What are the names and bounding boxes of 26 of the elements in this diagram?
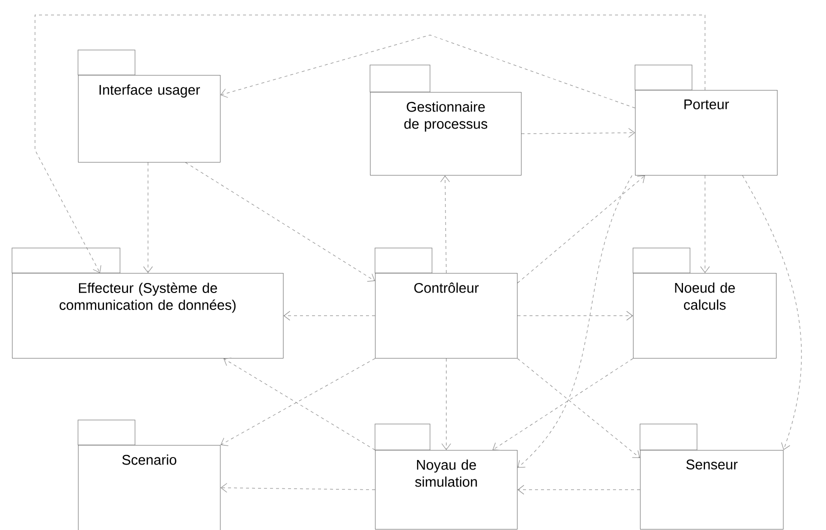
package-box: Porteur <box>634 64 778 176</box>
package-box: Gestionnaire de processus <box>370 64 522 176</box>
dependency-arrow <box>284 311 376 320</box>
dependency-arrow <box>700 175 710 273</box>
package-box: Effecteur (Système de communication de données) <box>12 248 284 358</box>
package-box: Noeud de calculs <box>632 248 776 358</box>
package-box: Scenario <box>78 420 220 530</box>
package-box: Senseur <box>640 424 784 530</box>
dependency-arrow <box>492 358 634 451</box>
dependency-arrow <box>521 128 635 138</box>
dependency-arrow <box>185 162 375 282</box>
package-box: Noyau de simulation <box>374 424 518 530</box>
dependency-arrow <box>518 175 632 468</box>
dependency-arrow <box>742 175 802 450</box>
dependency-arrow <box>517 176 645 284</box>
dependency-arrow <box>517 311 633 320</box>
dependency-arrow <box>220 34 636 108</box>
dependency-arrow <box>34 14 706 273</box>
package-box: Interface usager <box>78 50 220 162</box>
dependency-arrow <box>440 176 450 274</box>
package-box: Contrôleur <box>374 248 518 358</box>
dependency-arrow <box>143 162 153 273</box>
dependency-arrow <box>517 358 640 458</box>
dependency-arrow <box>518 485 640 494</box>
dependency-arrow <box>220 483 376 493</box>
dependency-arrow <box>442 358 451 450</box>
